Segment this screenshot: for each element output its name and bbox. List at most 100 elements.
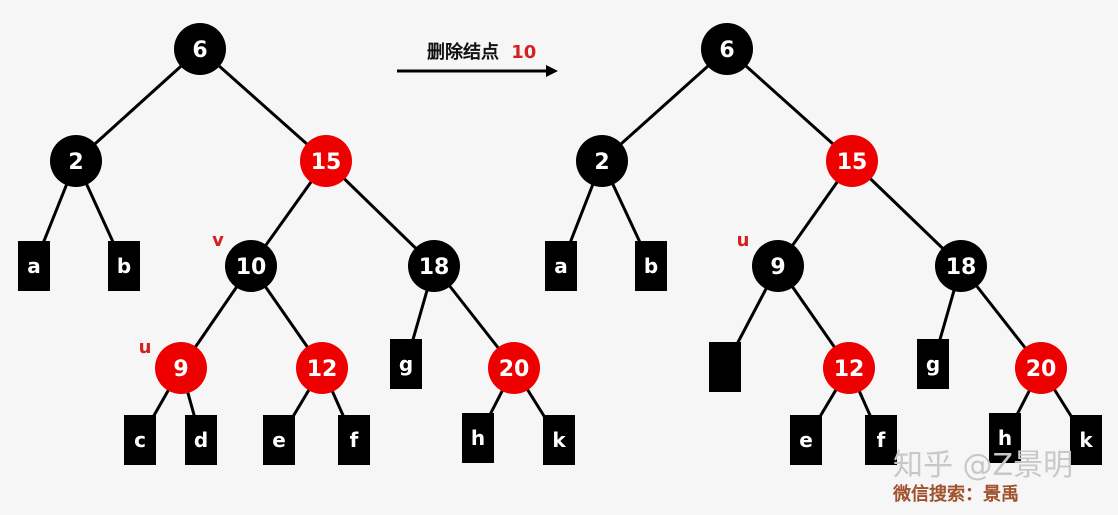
leaf-box <box>462 413 494 463</box>
leaf-label: e <box>272 428 286 452</box>
node-circle <box>408 240 460 292</box>
leaf-node: e <box>790 415 822 465</box>
leaf-box <box>709 342 741 392</box>
tree-node: 2 <box>576 135 628 187</box>
node-label: 12 <box>307 357 338 382</box>
node-label: 15 <box>837 150 868 175</box>
leaf-node: g <box>390 339 422 389</box>
leaf-box <box>108 241 140 291</box>
leaf-box <box>790 415 822 465</box>
caption-number: 10 <box>511 42 536 63</box>
tree-node: 2 <box>50 135 102 187</box>
leaf-box <box>989 413 1021 463</box>
node-tag-u: u <box>737 230 750 251</box>
leaf-label: f <box>350 428 359 452</box>
leaf-node: b <box>635 241 667 291</box>
tree-node: 20 <box>488 342 540 394</box>
leaf-label: g <box>399 352 413 376</box>
tree-node: 20 <box>1015 342 1067 394</box>
node-label: 20 <box>1026 357 1057 382</box>
watermark-zhihu: 知乎 @Z景明 <box>893 448 1073 483</box>
leaf-node: a <box>545 241 577 291</box>
node-tag-v: v <box>212 230 224 251</box>
leaf-label: a <box>27 254 41 278</box>
leaf-node <box>709 342 741 392</box>
caption-text: 删除结点 10 <box>427 41 536 63</box>
leaf-box <box>124 415 156 465</box>
leaf-box <box>18 241 50 291</box>
leaf-box <box>185 415 217 465</box>
node-circle <box>174 23 226 75</box>
node-label: 2 <box>68 150 83 175</box>
node-circle <box>1015 342 1067 394</box>
leaf-box <box>338 415 370 465</box>
node-circle <box>823 342 875 394</box>
node-label: 18 <box>946 255 977 280</box>
leaf-box <box>1070 415 1102 465</box>
leaf-label: h <box>998 426 1012 450</box>
tree-node: 18 <box>935 240 987 292</box>
leaf-box <box>865 415 897 465</box>
node-label: 2 <box>594 150 609 175</box>
leaf-node: c <box>124 415 156 465</box>
leaf-node: g <box>917 339 949 389</box>
node-label: 9 <box>770 255 785 280</box>
node-circle <box>225 240 277 292</box>
node-label: 10 <box>236 255 267 280</box>
node-label: 12 <box>834 357 865 382</box>
node-label: 6 <box>192 38 207 63</box>
node-label: 6 <box>719 38 734 63</box>
tree-node: 12 <box>296 342 348 394</box>
leaf-node: h <box>462 413 494 463</box>
leaf-label: f <box>877 428 886 452</box>
leaf-label: h <box>471 426 485 450</box>
leaf-node: f <box>338 415 370 465</box>
leaf-box <box>635 241 667 291</box>
leaf-node: a <box>18 241 50 291</box>
tree-edge <box>725 47 854 163</box>
leaf-box <box>917 339 949 389</box>
tree-node: 9u <box>139 337 207 394</box>
watermark: 知乎 @Z景明 微信搜索：景禹 <box>892 448 1073 505</box>
node-circle <box>50 135 102 187</box>
tree-edge <box>600 47 729 163</box>
tree-node: 10 v <box>212 230 277 292</box>
leaf-label: c <box>134 428 146 452</box>
leaf-label: g <box>926 352 940 376</box>
leaf-node: d <box>185 415 217 465</box>
leaf-node: k <box>543 415 575 465</box>
leaf-label: k <box>1079 428 1093 452</box>
caption-label: 删除结点 <box>427 41 499 63</box>
node-label: 20 <box>499 357 530 382</box>
node-label: 15 <box>311 150 342 175</box>
leaf-node: e <box>263 415 295 465</box>
leaf-node: k <box>1070 415 1102 465</box>
leaf-label: a <box>554 254 568 278</box>
leaf-box <box>543 415 575 465</box>
tree-node: 6 <box>174 23 226 75</box>
node-label: 9 <box>173 357 188 382</box>
tree-node: 6 <box>701 23 753 75</box>
leaf-node: b <box>108 241 140 291</box>
leaf-label: k <box>552 428 566 452</box>
tree-edge <box>74 47 202 163</box>
leaf-label: b <box>644 254 658 278</box>
node-circle <box>935 240 987 292</box>
tree-node: 12 <box>823 342 875 394</box>
tree-node: 9u <box>737 230 804 292</box>
leaf-node: f <box>865 415 897 465</box>
node-circle <box>155 342 207 394</box>
node-circle <box>752 240 804 292</box>
tree-node: 15 <box>826 135 878 187</box>
node-tag-u: u <box>139 337 152 358</box>
node-circle <box>296 342 348 394</box>
tree-edge <box>199 47 327 163</box>
node-circle <box>826 135 878 187</box>
leaf-box <box>390 339 422 389</box>
watermark-wechat: 微信搜索：景禹 <box>892 483 1019 505</box>
node-label: 18 <box>419 255 450 280</box>
leaf-box <box>263 415 295 465</box>
node-circle <box>488 342 540 394</box>
